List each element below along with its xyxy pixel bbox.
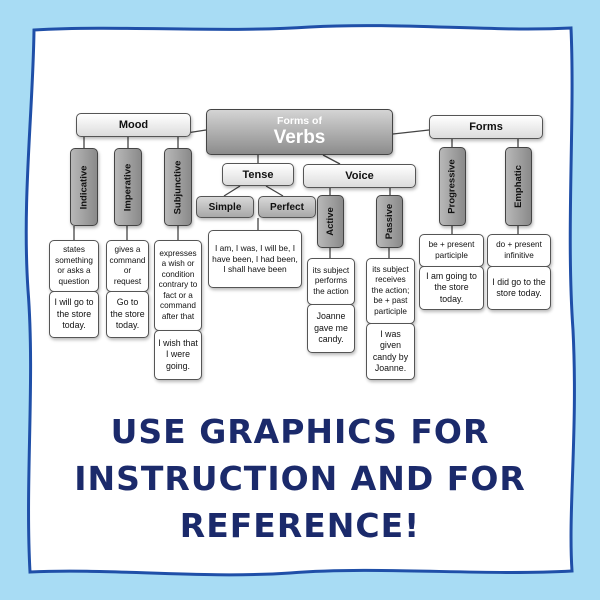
emphatic-desc: do + present infinitive xyxy=(487,234,551,267)
indicative-example: I will go to the store today. xyxy=(49,291,99,338)
emphatic-box: Emphatic xyxy=(505,147,532,226)
connector-lines xyxy=(73,129,519,258)
subjunctive-desc: expresses a wish or condition contrary t… xyxy=(154,240,202,331)
mood-label: Mood xyxy=(118,119,149,131)
imperative-box: Imperative xyxy=(114,148,142,226)
voice-box: Voice xyxy=(303,164,416,188)
active-box: Active xyxy=(317,195,344,248)
imperative-example: Go to the store today. xyxy=(106,291,149,338)
passive-label: Passive xyxy=(384,203,395,240)
title-small: Forms of xyxy=(277,115,322,128)
indicative-label: Indicative xyxy=(78,165,90,209)
tense-example: I am, I was, I will be, I have been, I h… xyxy=(208,230,302,288)
tense-box: Tense xyxy=(222,163,294,186)
progressive-label: Progressive xyxy=(447,159,458,214)
indicative-desc: states something or asks a question xyxy=(49,240,99,292)
simple-box: Simple xyxy=(196,196,254,218)
imperative-label: Imperative xyxy=(122,163,134,211)
caption-line-3: REFERENCE! xyxy=(179,506,421,545)
active-label: Active xyxy=(325,207,337,236)
emphatic-label: Emphatic xyxy=(513,165,525,208)
indicative-box: Indicative xyxy=(70,148,98,226)
imperative-desc: gives a command or request xyxy=(106,240,149,292)
caption-line-2: INSTRUCTION AND FOR xyxy=(74,459,526,498)
passive-desc: its subject receives the action; be + pa… xyxy=(366,258,415,324)
connector-tense-simple xyxy=(223,185,241,197)
forms-label: Forms xyxy=(469,121,503,133)
voice-label: Voice xyxy=(345,170,374,182)
subjunctive-example: I wish that I were going. xyxy=(154,330,202,380)
connector-tense-perfect xyxy=(265,185,284,197)
emphatic-example: I did go to the store today. xyxy=(487,266,551,310)
active-desc: its subject performs the action xyxy=(307,258,355,305)
forms-box: Forms xyxy=(429,115,543,139)
wavy-frame-edge xyxy=(24,24,576,577)
perfect-label: Perfect xyxy=(270,201,304,213)
perfect-box: Perfect xyxy=(258,196,316,218)
tense-label: Tense xyxy=(242,168,274,181)
simple-label: Simple xyxy=(208,201,242,213)
caption-line-1: USE GRAPHICS FOR xyxy=(110,412,490,451)
passive-example: I was given candy by Joanne. xyxy=(366,323,415,380)
connector-title-forms xyxy=(392,129,430,135)
subjunctive-label: Subjunctive xyxy=(172,160,184,214)
subjunctive-box: Subjunctive xyxy=(164,148,192,226)
progressive-box: Progressive xyxy=(439,147,466,226)
title-big: Verbs xyxy=(273,126,326,148)
connector-title-voice xyxy=(322,154,341,165)
passive-box: Passive xyxy=(376,195,403,248)
progressive-example: I am going to the store today. xyxy=(419,266,484,310)
active-example: Joanne gave me candy. xyxy=(307,304,355,353)
mood-box: Mood xyxy=(76,113,191,137)
progressive-desc: be + present participle xyxy=(419,234,484,267)
title-box: Forms of Verbs xyxy=(206,109,393,155)
